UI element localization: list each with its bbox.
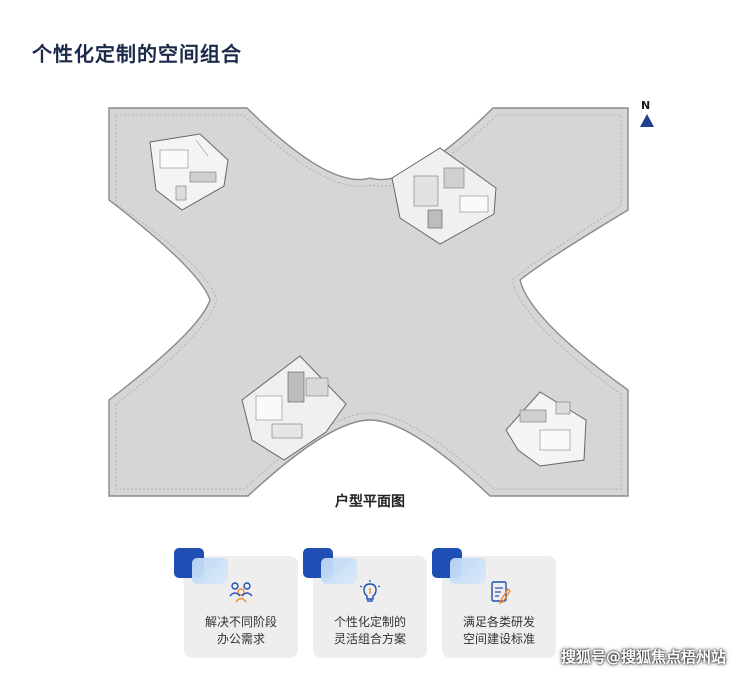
feature-line: 办公需求 [216, 632, 265, 646]
feature-line: 满足各类研发 [462, 615, 535, 629]
feature-line: 灵活组合方案 [333, 632, 406, 646]
feature-card-standards: 满足各类研发 空间建设标准 [432, 548, 556, 658]
feature-line: 解决不同阶段 [204, 615, 277, 629]
north-arrow-icon [640, 114, 654, 127]
document-edit-icon [491, 581, 511, 604]
feature-text: 解决不同阶段 办公需求 [184, 614, 298, 648]
people-icon [229, 582, 253, 603]
card-decoration [192, 558, 228, 584]
feature-line: 个性化定制的 [333, 615, 406, 629]
card-decoration [450, 558, 486, 584]
floor-plan [108, 107, 629, 497]
feature-card-custom: 个性化定制的 灵活组合方案 [303, 548, 427, 658]
feature-card-stages: 解决不同阶段 办公需求 [174, 548, 298, 658]
unit-bottom-right [505, 391, 587, 467]
lightbulb-icon [359, 580, 381, 602]
feature-text: 个性化定制的 灵活组合方案 [313, 614, 427, 648]
feature-text: 满足各类研发 空间建设标准 [442, 614, 556, 648]
watermark: 搜狐号@搜狐焦点梧州站 [560, 648, 726, 666]
unit-top-right [391, 147, 497, 245]
card-decoration [321, 558, 357, 584]
unit-top-left [149, 133, 229, 211]
compass-label: N [641, 99, 651, 112]
page-title: 个性化定制的空间组合 [32, 42, 242, 66]
feature-line: 空间建设标准 [462, 632, 535, 646]
plan-caption: 户型平面图 [335, 494, 405, 510]
unit-bottom-left [241, 355, 347, 461]
